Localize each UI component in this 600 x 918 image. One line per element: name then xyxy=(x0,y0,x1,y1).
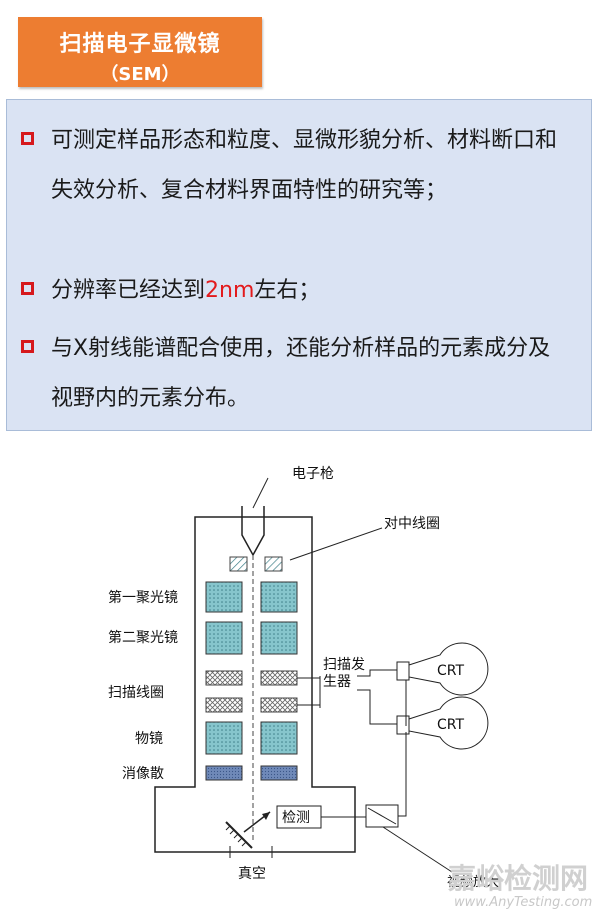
condenser2-left xyxy=(205,621,243,655)
electron-gun-icon xyxy=(241,506,265,557)
label-objective: 物镜 xyxy=(135,731,163,747)
label-scan-generator-line1: 扫描发 xyxy=(323,657,365,673)
stigmator-right xyxy=(260,765,298,781)
label-vacuum: 真空 xyxy=(238,866,266,882)
title-main: 扫描电子显微镜 xyxy=(59,32,221,57)
label-crt-upper: CRT xyxy=(437,663,464,679)
label-electron-gun: 电子枪 xyxy=(292,465,334,482)
condenser2-right xyxy=(260,621,298,655)
resolution-highlight: 2nm xyxy=(205,278,255,303)
condenser1-left xyxy=(205,581,243,613)
bullet-item-1: 可测定样品形态和粒度、显微形貌分析、材料断口和失效分析、复合材料界面特性的研究等… xyxy=(21,122,571,216)
centering-coil-right xyxy=(264,556,283,572)
watermark-en: www.AnyTesting.com xyxy=(454,895,592,910)
label-detector: 检测 xyxy=(282,810,310,826)
bullet-text: 分辨率已经达到2nm左右； xyxy=(51,266,571,316)
label-stigmator: 消像散 xyxy=(122,766,164,782)
objective-left xyxy=(205,721,243,755)
bullet-item-2: 分辨率已经达到2nm左右； xyxy=(21,272,571,316)
scan-coil-upper-right xyxy=(260,670,298,686)
bullet-text: 可测定样品形态和粒度、显微形貌分析、材料断口和失效分析、复合材料界面特性的研究等… xyxy=(51,128,558,203)
scan-coil-lower-left xyxy=(205,697,243,713)
bullet-text: 与X射线能谱配合使用，还能分析样品的元素成分及视野内的元素分布。 xyxy=(51,336,551,411)
crt-tube-lower: CRT xyxy=(396,696,489,750)
column-body xyxy=(154,516,356,853)
crt-tube-upper: CRT xyxy=(396,642,489,696)
condenser1-right xyxy=(260,581,298,613)
bullet-item-3: 与X射线能谱配合使用，还能分析样品的元素成分及视野内的元素分布。 xyxy=(21,330,571,424)
bullet-text-post: 左右； xyxy=(254,278,321,303)
label-scan-coil: 扫描线圈 xyxy=(108,685,164,701)
objective-right xyxy=(260,721,298,755)
scan-coil-upper-left xyxy=(205,670,243,686)
label-crt-lower: CRT xyxy=(437,717,464,733)
label-condenser2: 第二聚光镜 xyxy=(108,629,178,646)
info-panel: 可测定样品形态和粒度、显微形貌分析、材料断口和失效分析、复合材料界面特性的研究等… xyxy=(6,99,592,431)
bullet-text-pre: 分辨率已经达到 xyxy=(51,278,206,303)
label-video-amp: 视频放大 xyxy=(447,875,499,890)
title-banner: 扫描电子显微镜 （SEM） xyxy=(18,17,262,87)
watermark-cn: 嘉峪检测网 xyxy=(448,862,588,895)
centering-coil-left xyxy=(229,556,248,572)
bullet-square-icon xyxy=(21,340,34,353)
title-sub: （SEM） xyxy=(100,64,180,85)
label-centering-coil: 对中线圈 xyxy=(384,516,440,532)
sem-schematic-diagram: 电子枪 对中线圈 第一聚光镜 第二聚光镜 扫描线圈 物镜 消像散 扫描发 生器 … xyxy=(108,465,592,910)
stigmator-left xyxy=(205,765,243,781)
bullet-square-icon xyxy=(21,282,34,295)
specimen-icon xyxy=(225,821,253,849)
scan-coil-lower-right xyxy=(260,697,298,713)
label-scan-generator-line2: 生器 xyxy=(323,674,351,690)
bullet-square-icon xyxy=(21,132,34,145)
label-condenser1: 第一聚光镜 xyxy=(108,589,178,606)
